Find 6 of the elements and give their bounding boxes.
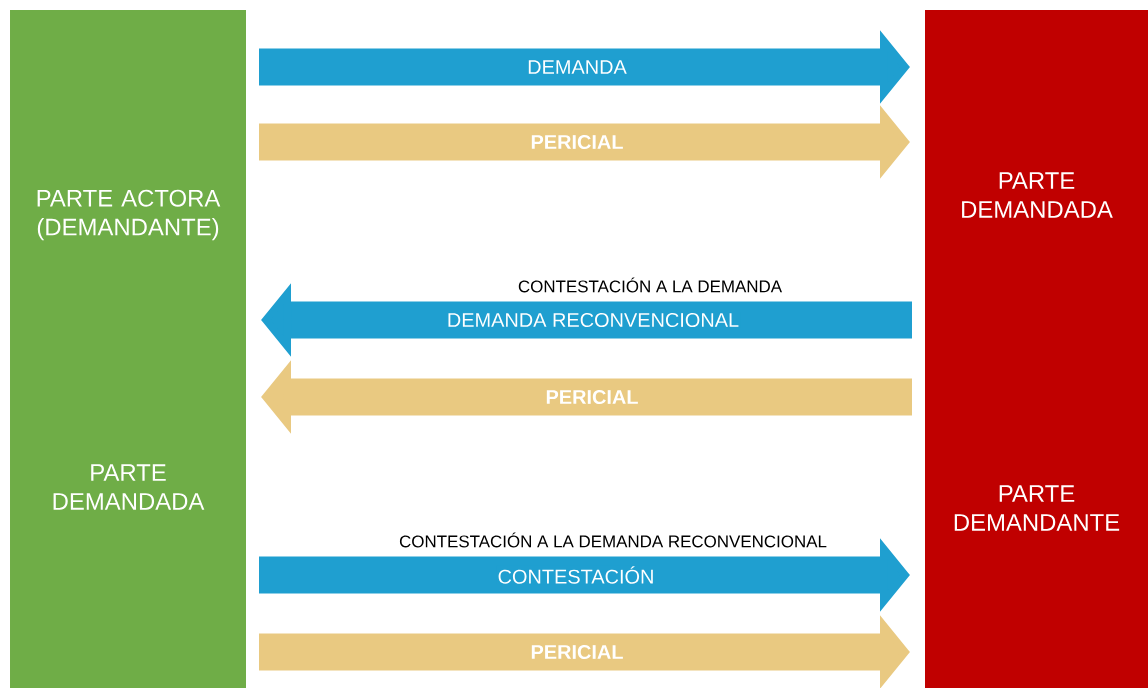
note-text: CONTESTACIÓN A LA DEMANDA bbox=[518, 277, 782, 293]
side-band: PARTE ACTORA (DEMANDANTE) PARTE DEMANDADA bbox=[10, 10, 246, 688]
edge-label: DEMANDA bbox=[526, 59, 628, 75]
note-text: CONTESTACIÓN A LA DEMANDA RECONVENCIONAL bbox=[399, 532, 827, 548]
edge-label: CONTESTACIÓN bbox=[496, 565, 656, 585]
side-band: PARTE DEMANDADA PARTE DEMANDANTE bbox=[925, 10, 1148, 688]
